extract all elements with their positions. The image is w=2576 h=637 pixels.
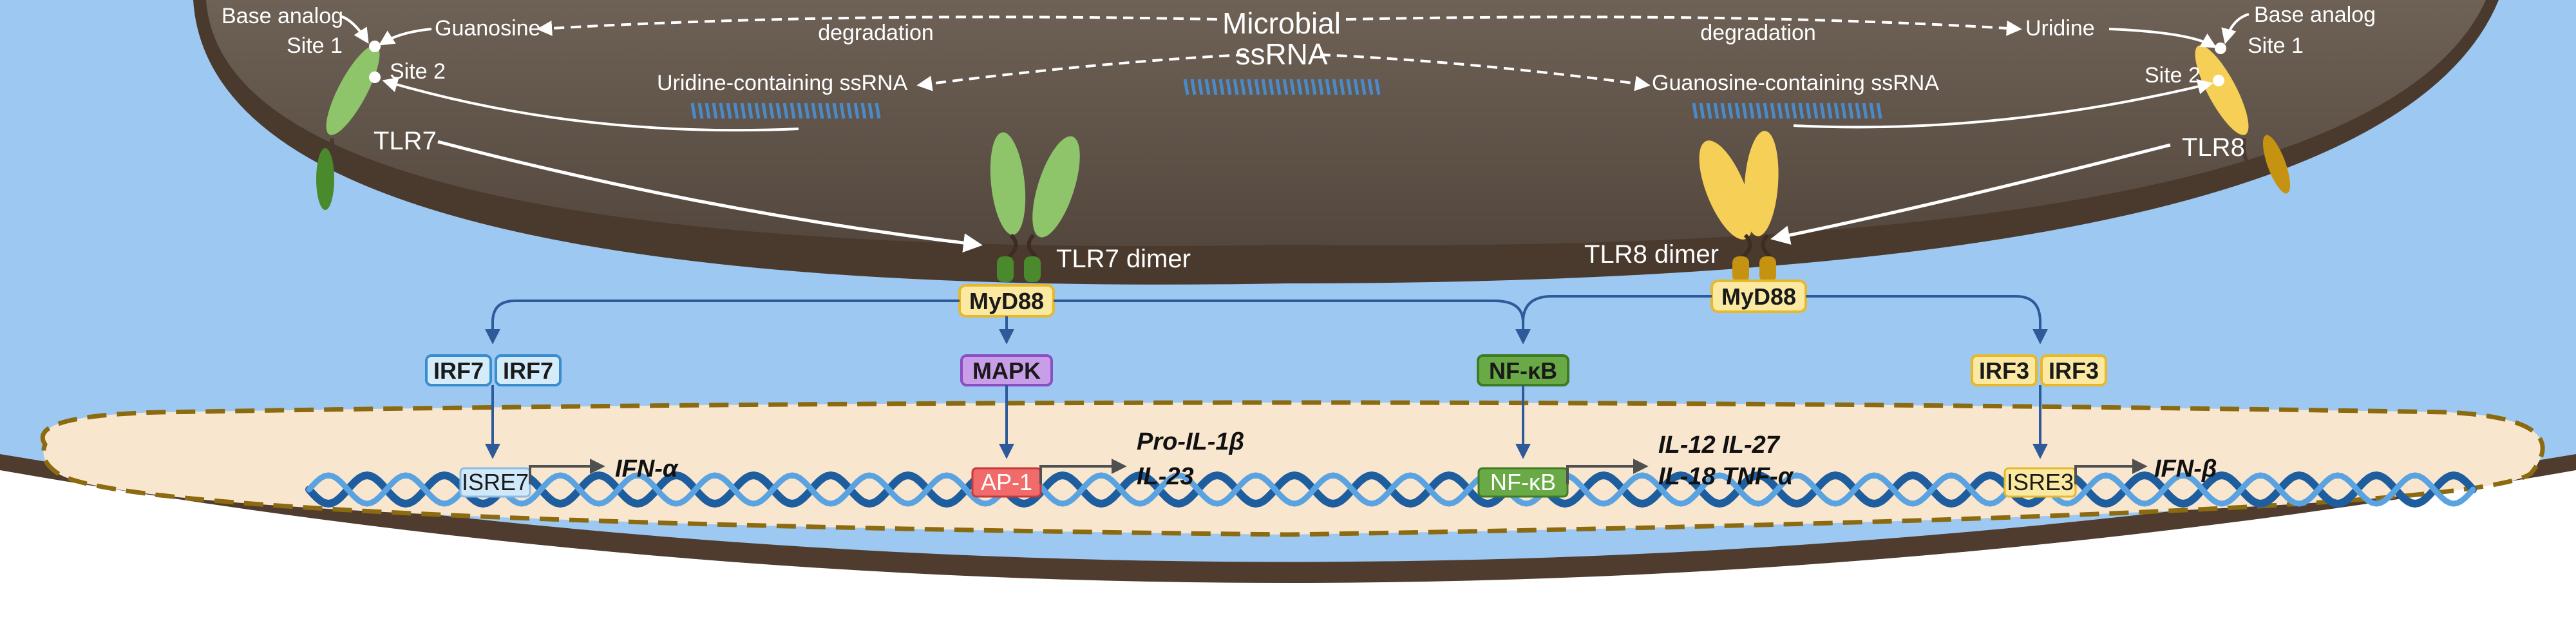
ifn-alpha-label: IFN-α [615,455,679,482]
irf7-dimer-box: IRF7 IRF7 [425,354,562,386]
microbial-label: Microbial [1222,6,1341,40]
microbial-ssrna-strand [1183,79,1381,95]
ifn-beta-transcription-arrow [2074,459,2148,484]
degradation-arrow-to-guanosine [536,15,1218,36]
dna-strand [306,472,2476,507]
tlr8-dimer-label: TLR8 dimer [1584,240,1719,269]
ssrna-segment [690,102,881,119]
tlr8-site2-dot [2213,75,2224,86]
il18-tnfa-label: IL-18 TNF-α [1658,463,1794,490]
tlr7-monomer [316,41,381,210]
degradation-right-label: degradation [1700,21,1816,45]
uridine-ssrna-to-site2-arrow [382,77,799,132]
degradation-arrow-to-uridine [1345,15,2022,36]
uridine-ssrna-label: Uridine-containing ssRNA [657,71,908,95]
mapk-box: MAPK [960,354,1053,386]
ssrna-segment [1183,79,1381,95]
tlr8-site1-dot [2215,43,2226,54]
myd88-left-label: MyD88 [969,288,1044,314]
tlr7-site2-dot [369,71,381,83]
myd88-to-irf3-arrow [1806,295,2048,345]
dna-helix [305,471,2477,508]
irf3-b-label: IRF3 [2049,357,2099,384]
myd88-to-irf7-arrow [485,299,960,345]
uridine-label: Uridine [2025,16,2095,41]
tlr7-site1-label: Site 1 [287,33,343,58]
il12-il27-label: IL-12 IL-27 [1658,432,1781,459]
base-analog-arrow-right [2221,13,2249,44]
myd88-left-box: MyD88 [958,284,1055,318]
arrow-to-uridine-ssrna [916,53,1247,91]
tlr7-dimerization-arrow [437,140,983,253]
nfkb-element-label: NF-κB [1490,469,1556,495]
tlr8-monomer [2195,43,2291,194]
isre7-element: ISRE7 [459,467,531,498]
isre7-label: ISRE7 [462,469,529,495]
ifn-beta-label: IFN-β [2154,455,2217,482]
arrow-to-guanosine-ssrna [1320,53,1651,91]
nfkb-label: NF-κB [1489,357,1557,384]
ap1-element: AP-1 [971,467,1042,498]
tlr8-dimer [1699,131,1779,282]
base-analog-arrow-left [339,15,369,44]
il12-transcription-arrow [1566,459,1649,484]
guanosine-ssrna-label: Guanosine-containing ssRNA [1652,71,1939,95]
ifn-alpha-transcription-arrow [529,459,605,484]
irf3-a-label: IRF3 [1979,357,2029,384]
pro-il1b-transcription-arrow [1039,459,1127,484]
tlr8-dimerization-arrow [1770,143,2171,245]
tlr7-dimer-label: TLR7 dimer [1056,245,1191,273]
endosome [206,0,2486,247]
degradation-left-label: degradation [818,21,934,45]
uridine-to-site1-arrow [2108,28,2217,48]
tlr7-site2-label: Site 2 [390,59,446,84]
ssrna-label: ssRNA [1235,37,1327,71]
il23-label: IL-23 [1137,463,1194,490]
guanosine-label: Guanosine [435,16,540,41]
uridine-ssrna-strand [690,102,881,119]
mapk-label: MAPK [972,357,1041,384]
tlr7-dimer [990,132,1080,282]
tlr8-label: TLR8 [2182,133,2245,162]
pro-il1b-label: Pro-IL-1β [1137,428,1244,455]
ap1-label: AP-1 [981,469,1032,495]
irf3-dimer-box: IRF3 IRF3 [1971,354,2107,386]
ssrna-segment [1692,102,1882,119]
myd88-right-box: MyD88 [1710,280,1807,313]
irf7-a-label: IRF7 [433,357,484,384]
guanosine-to-site1-arrow [378,28,432,46]
guanosine-ssrna-to-site2-arrow [1793,79,2213,129]
tlr8-site1-label: Site 1 [2248,33,2304,58]
tlr8-base-analog-label: Base analog [2254,3,2376,27]
nfkb-box: NF-κB [1477,354,1569,386]
guanosine-ssrna-strand [1692,102,1882,119]
tlr7-base-analog-label: Base analog [222,4,343,28]
myd88-right-label: MyD88 [1721,283,1796,310]
isre3-element: ISRE3 [2003,467,2077,498]
tlr7-label: TLR7 [374,127,437,155]
nfkb-element: NF-κB [1477,467,1569,498]
myd88-right-to-nfkb-arrow [1522,295,1712,323]
isre3-label: ISRE3 [2007,469,2074,495]
tlr8-site2-label: Site 2 [2145,63,2201,88]
irf7-b-label: IRF7 [503,357,553,384]
tlr7-site1-dot [369,41,381,52]
